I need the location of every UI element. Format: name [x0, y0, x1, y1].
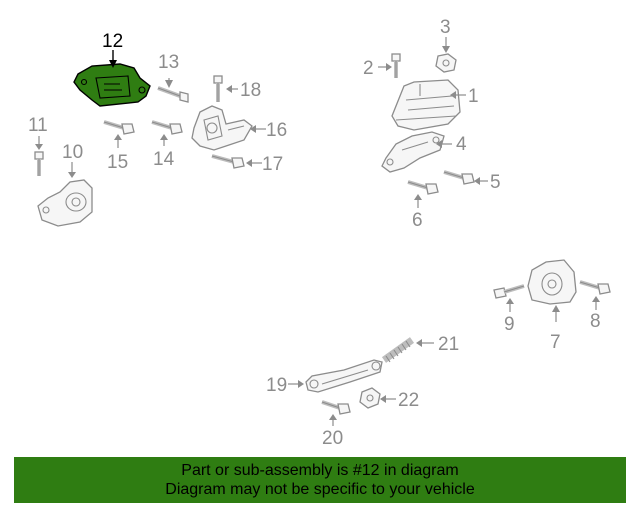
callout-6[interactable]: 6	[412, 210, 423, 231]
part-6-bolt[interactable]	[407, 180, 439, 195]
callout-16[interactable]: 16	[266, 120, 287, 141]
parts-diagram: 12 13 18 16 17 15	[28, 17, 611, 449]
callout-22[interactable]: 22	[398, 390, 419, 411]
part-13-bolt[interactable]	[157, 86, 189, 103]
callout-7[interactable]: 7	[550, 332, 561, 353]
callout-21[interactable]: 21	[438, 334, 459, 355]
callout-8[interactable]: 8	[590, 311, 601, 332]
callout-4[interactable]: 4	[456, 134, 467, 155]
callout-3[interactable]: 3	[440, 17, 451, 38]
part-15-bolt[interactable]	[103, 120, 135, 135]
callout-19[interactable]: 19	[266, 375, 287, 396]
callout-15[interactable]: 15	[107, 152, 128, 173]
part-16-bracket[interactable]	[191, 105, 253, 151]
callout-11[interactable]: 11	[28, 115, 48, 136]
part-5-bolt[interactable]	[443, 170, 475, 185]
part-2-bolt[interactable]	[391, 53, 401, 78]
info-banner: Part or sub-assembly is #12 in diagram D…	[14, 457, 626, 503]
callout-5[interactable]: 5	[490, 172, 501, 193]
callout-14[interactable]: 14	[153, 149, 175, 170]
part-11-bolt[interactable]	[34, 151, 44, 176]
callout-9[interactable]: 9	[504, 314, 515, 335]
part-19-link[interactable]	[305, 359, 383, 393]
callout-2[interactable]: 2	[363, 58, 374, 79]
callout-10[interactable]: 10	[62, 142, 83, 163]
part-22-nut[interactable]	[359, 387, 381, 409]
part-20-bolt[interactable]	[321, 400, 351, 415]
callout-18[interactable]: 18	[240, 80, 261, 101]
part-8-bolt[interactable]	[579, 280, 611, 295]
part-9-bolt[interactable]	[493, 284, 525, 299]
part-3-nut[interactable]	[435, 53, 457, 73]
part-1-mount[interactable]	[391, 79, 461, 131]
part-10-mount[interactable]	[37, 179, 93, 227]
banner-line-2: Diagram may not be specific to your vehi…	[165, 481, 475, 498]
callout-12[interactable]: 12	[102, 31, 123, 52]
part-7-mount[interactable]	[527, 259, 577, 305]
callout-20[interactable]: 20	[322, 428, 343, 449]
callout-13[interactable]: 13	[158, 52, 179, 73]
part-21-stud[interactable]	[381, 337, 415, 363]
callout-17[interactable]: 17	[262, 154, 283, 175]
part-4-bracket[interactable]	[381, 131, 445, 173]
part-14-bolt[interactable]	[151, 120, 183, 135]
part-12-mount[interactable]	[73, 63, 151, 107]
part-18-bolt[interactable]	[213, 75, 223, 102]
part-17-bolt[interactable]	[211, 154, 245, 169]
banner-line-1: Part or sub-assembly is #12 in diagram	[181, 462, 459, 479]
callout-1[interactable]: 1	[468, 86, 479, 107]
